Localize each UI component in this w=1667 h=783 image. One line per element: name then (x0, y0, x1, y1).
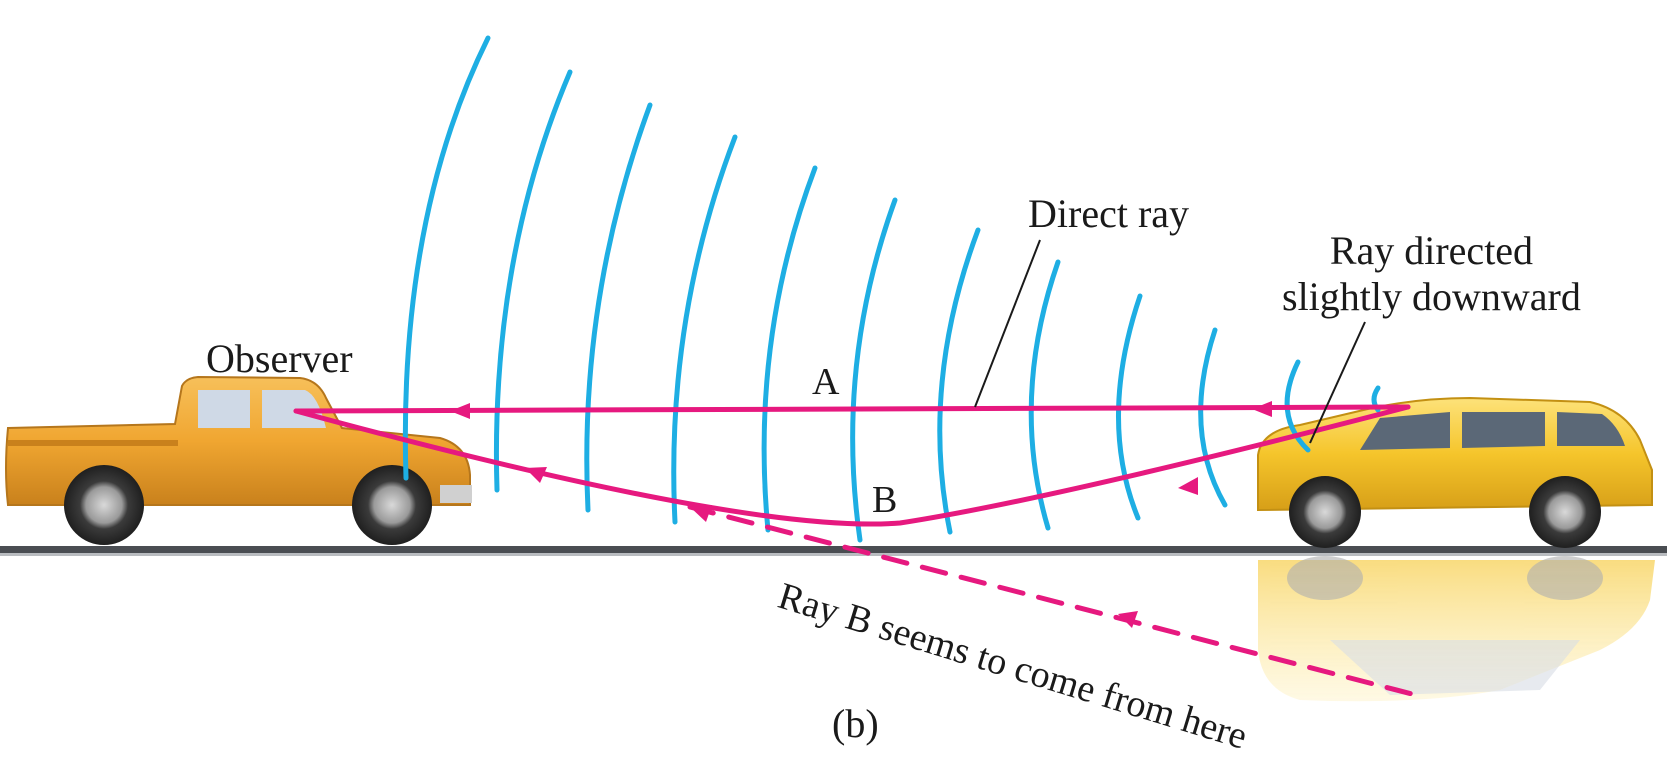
wavefronts (402, 35, 1381, 543)
wavefront (1116, 293, 1143, 521)
virtual-ray-dashed (687, 504, 1415, 697)
arrow-icon (525, 467, 547, 483)
van-front-wheel (1289, 476, 1361, 548)
wavefront (850, 197, 898, 543)
leader-lines (974, 239, 1366, 444)
figure-caption: (b) (832, 701, 879, 746)
observer-truck (5, 375, 472, 545)
truck-rear-wheel (64, 465, 144, 545)
rays (293, 404, 1415, 697)
observer-label: Observer (206, 336, 353, 381)
point-b-label: B (872, 479, 898, 521)
arrow-icon (1118, 611, 1138, 628)
direct-ray-leader (974, 239, 1041, 408)
arrow-icon (1252, 401, 1272, 417)
road-shadow (0, 553, 1667, 556)
curved-ray-b (293, 404, 1411, 527)
arrow-icon (690, 505, 712, 522)
ray-directed-line2: slightly downward (1282, 274, 1581, 319)
van-reflection (1258, 556, 1655, 702)
wavefront (671, 134, 738, 525)
van-rear-wheel (1529, 476, 1601, 548)
wavefront (584, 102, 653, 513)
wavefront (1284, 359, 1311, 453)
road-surface (0, 546, 1667, 553)
direct-ray-label: Direct ray (1028, 191, 1190, 236)
point-a-label: A (812, 361, 840, 403)
arrow-icon (450, 403, 470, 419)
direct-ray-a (293, 404, 1411, 414)
wavefront (493, 69, 573, 493)
wavefront (1198, 327, 1228, 508)
downward-ray-leader (1309, 321, 1366, 444)
source-van (1257, 396, 1653, 548)
arrow-icon (1178, 477, 1198, 495)
truck-front-wheel (352, 465, 432, 545)
wavefront (1028, 259, 1061, 531)
ray-directed-label: Ray directed slightly downward (1282, 228, 1581, 320)
ray-directed-line1: Ray directed (1329, 228, 1534, 273)
wavefront (937, 227, 981, 535)
arrowheads (450, 401, 1272, 628)
wavefront (761, 165, 818, 533)
